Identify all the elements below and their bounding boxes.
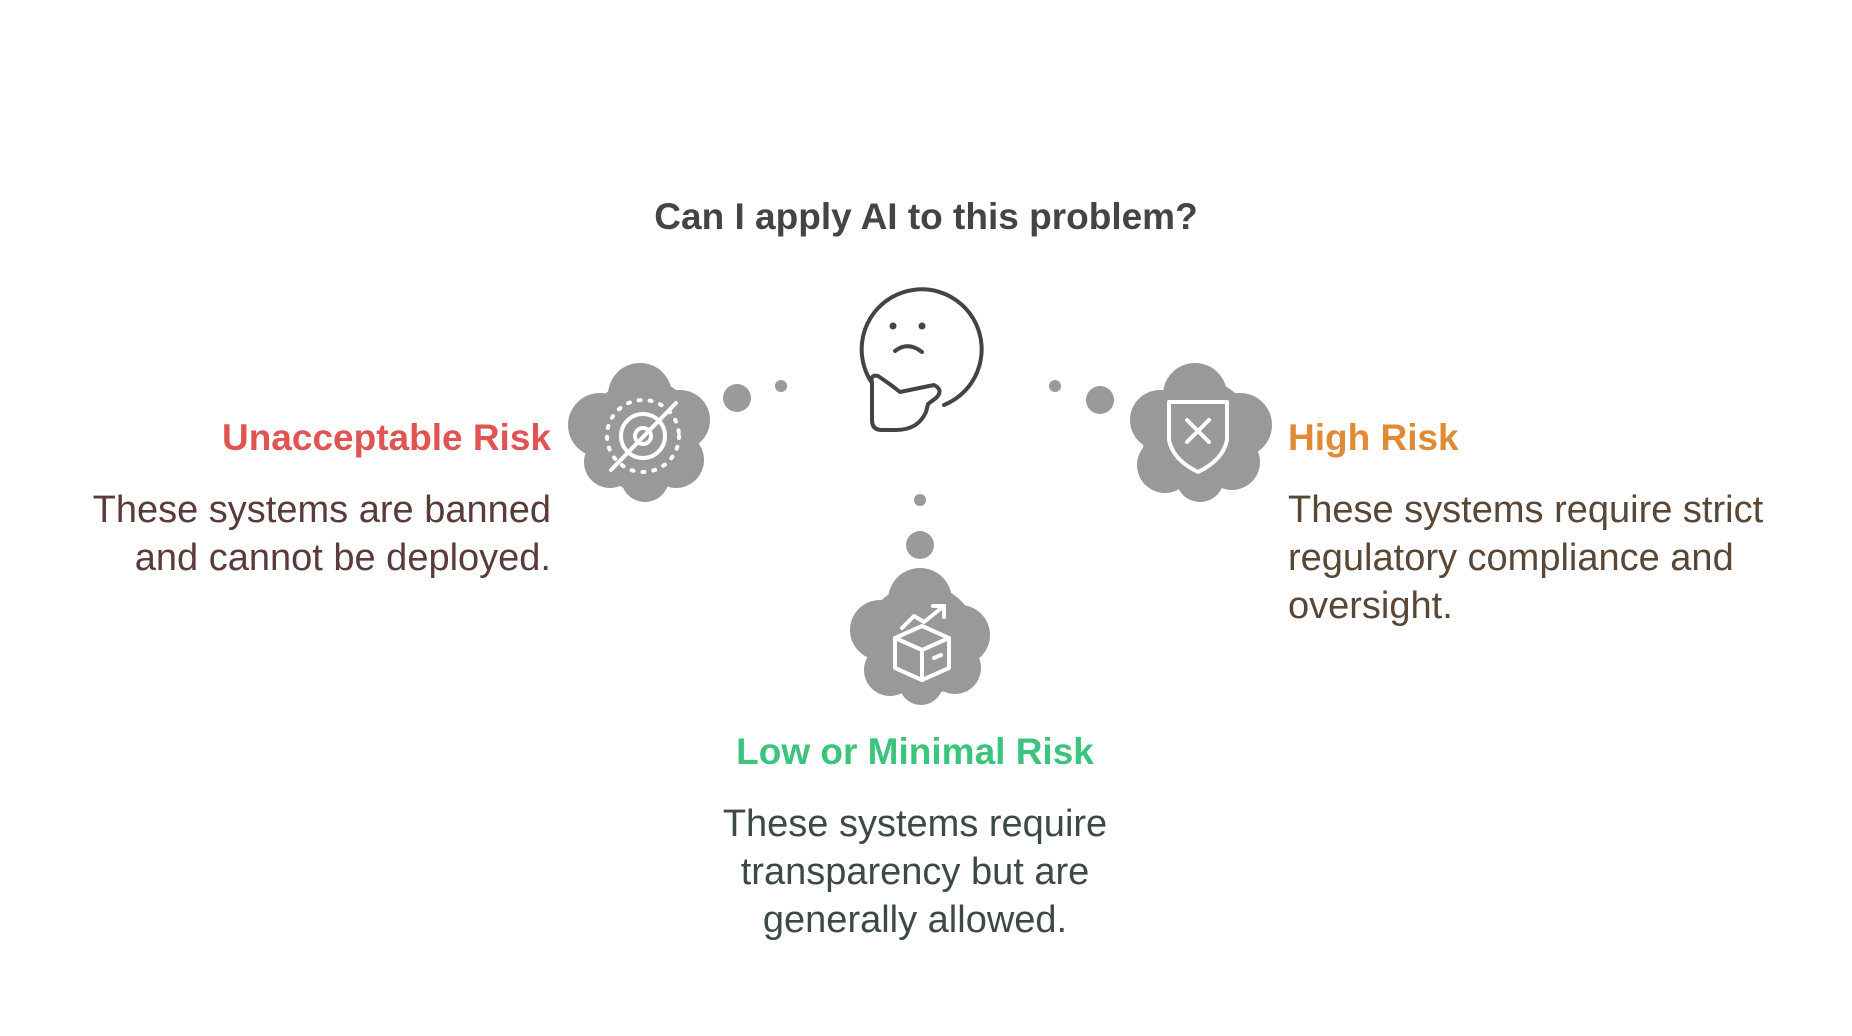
thinking-face-icon [859,287,984,432]
unacceptable-risk-blob [568,363,710,502]
connector-dots-left [723,380,787,412]
high-risk-blob [1130,363,1272,502]
low-risk-title: Low or Minimal Risk [736,731,1094,772]
low-risk-description: These systems require transparency but a… [660,800,1170,944]
description-line: These systems are banned [92,489,551,531]
unacceptable-risk-description: These systems are banned and cannot be d… [31,486,551,582]
description-line: generally allowed. [762,899,1068,941]
high-risk-title: High Risk [1288,417,1459,458]
description-line: regulatory compliance and [1288,537,1734,579]
description-line: oversight. [1288,585,1453,627]
diagram-question: Can I apply AI to this problem? [654,196,1198,237]
description-line: transparency but are [740,851,1090,893]
unacceptable-risk-title: Unacceptable Risk [221,417,551,458]
description-line: and cannot be deployed. [134,537,551,579]
description-line: These systems require strict [1288,489,1764,531]
prohibited-target-icon [605,398,681,474]
package-growth-icon [893,604,951,682]
shield-x-icon [1167,400,1229,474]
connector-dots-bottom [906,494,934,559]
description-line: These systems require [722,803,1108,845]
high-risk-description: These systems require strict regulatory … [1288,486,1828,630]
connector-dots-right [1049,380,1114,414]
low-risk-blob [850,568,990,705]
